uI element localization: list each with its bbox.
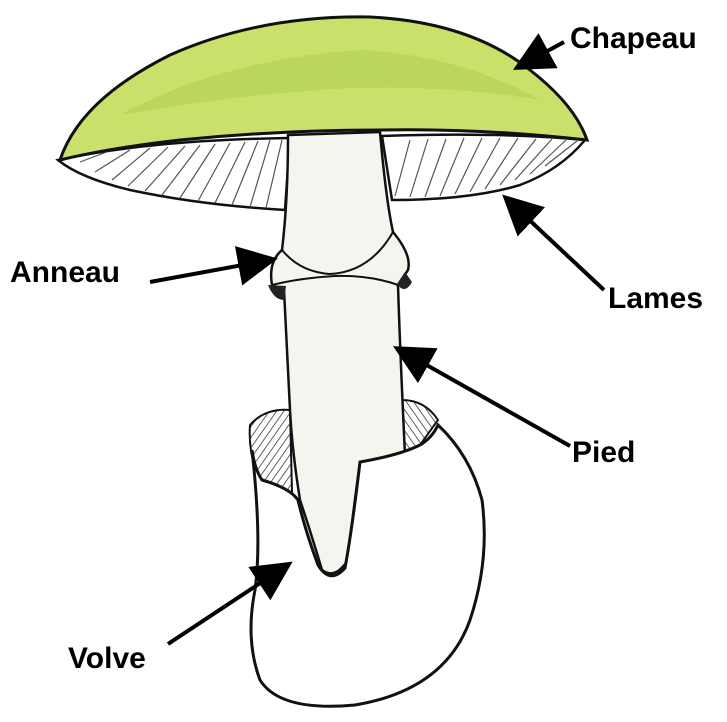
label-anneau: Anneau [10, 258, 120, 288]
label-chapeau: Chapeau [570, 24, 697, 54]
label-pied: Pied [572, 438, 635, 468]
arrow-anneau [150, 260, 270, 282]
label-volve: Volve [68, 644, 146, 674]
gills-right [382, 135, 585, 200]
arrow-lames [508, 200, 604, 290]
label-lames: Lames [608, 284, 703, 314]
arrow-chapeau [520, 42, 564, 66]
